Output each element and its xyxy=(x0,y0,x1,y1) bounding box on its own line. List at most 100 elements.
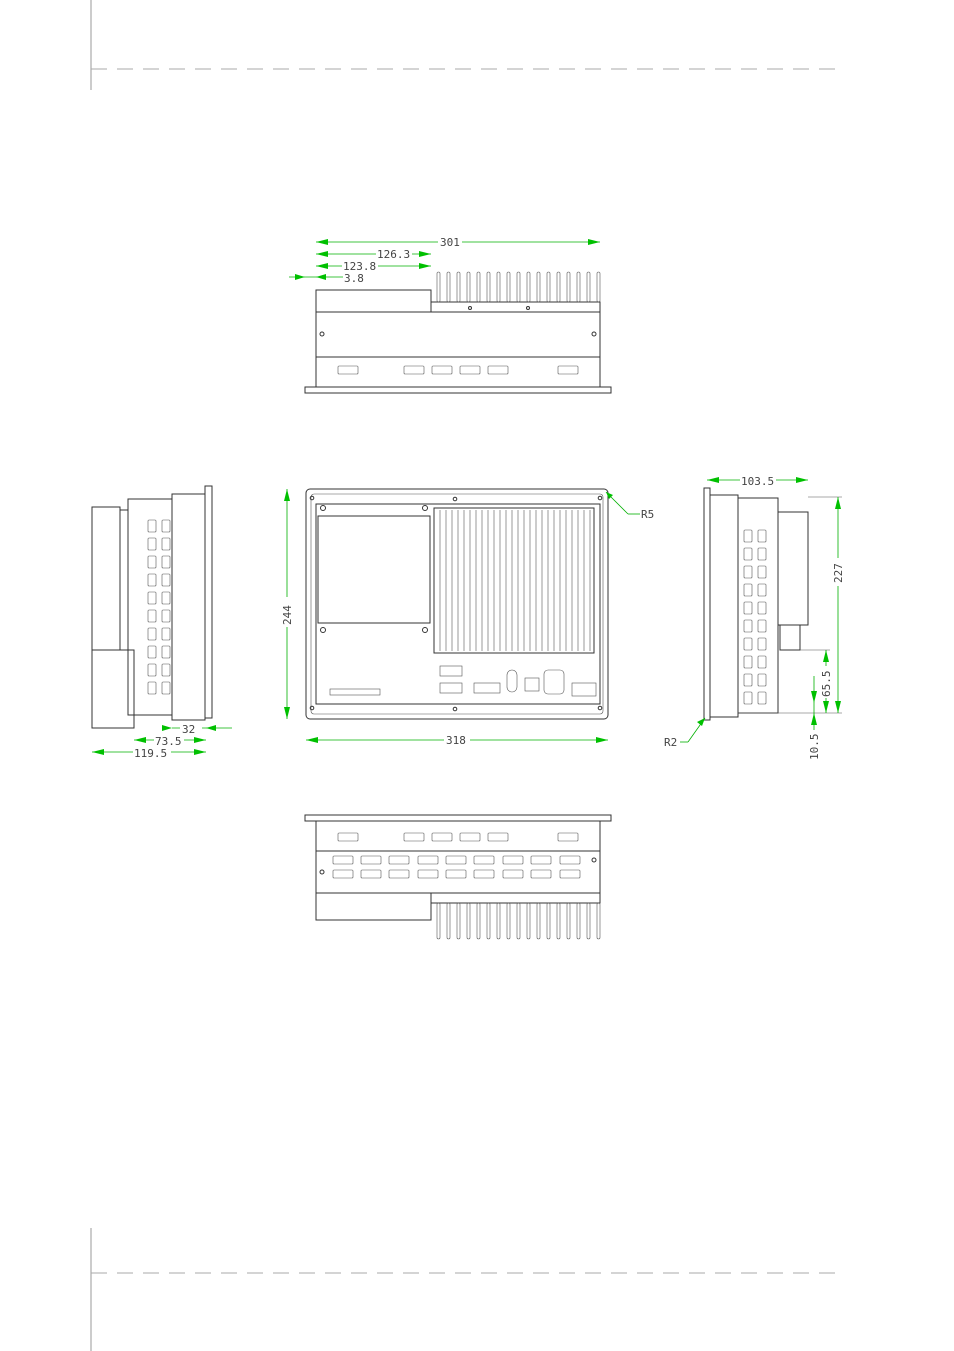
heatsink-fin xyxy=(586,271,591,303)
vent-slot xyxy=(147,573,157,587)
vent-slot xyxy=(743,637,753,651)
vent-slot xyxy=(147,519,157,533)
vent-slot xyxy=(459,832,481,842)
vent-slot xyxy=(743,619,753,633)
vent-slot xyxy=(487,832,509,842)
heatsink-fin xyxy=(576,271,581,303)
dim-label-r5: R5 xyxy=(641,508,654,521)
heatsink-fin xyxy=(506,271,511,303)
vent-slot xyxy=(147,681,157,695)
vent-slot xyxy=(147,663,157,677)
vent-slot xyxy=(161,609,171,623)
dim-label-65-5: 65.5 xyxy=(820,671,833,698)
vent-slot xyxy=(161,681,171,695)
heatsink-fin xyxy=(596,902,601,940)
vent-slot xyxy=(502,869,524,879)
vent-slot xyxy=(473,869,495,879)
dimension-offset-b-right: 10.5 xyxy=(808,676,821,762)
vent-slot xyxy=(161,555,171,569)
vent-slot xyxy=(557,365,579,375)
right-view: 103.5 227 65.5 10.5 xyxy=(664,474,846,762)
vent-slot xyxy=(557,832,579,842)
vent-slots-left xyxy=(147,519,171,695)
vent-slot xyxy=(757,547,767,561)
vent-slot xyxy=(161,519,171,533)
dim-label-10-5: 10.5 xyxy=(808,734,821,761)
heatsink-fins-front xyxy=(439,510,591,651)
vent-slot xyxy=(147,591,157,605)
heatsink-fin xyxy=(496,271,501,303)
top-view: 301 126.3 123.8 3.8 xyxy=(289,235,612,394)
heatsink-fin xyxy=(526,902,531,940)
heatsink-fin xyxy=(456,902,461,940)
vent-slot xyxy=(743,529,753,543)
dimension-offset-a-right: 65.5 xyxy=(800,649,833,713)
vent-slot xyxy=(332,855,354,865)
heatsink-fin xyxy=(496,902,501,940)
vent-slot xyxy=(337,365,359,375)
vent-slot xyxy=(473,855,495,865)
vent-slot xyxy=(431,832,453,842)
dimension-radius-right: R2 xyxy=(664,717,706,749)
vent-slot xyxy=(403,832,425,842)
vent-slot xyxy=(487,365,509,375)
heatsink-fins-bottom xyxy=(436,902,601,940)
heatsink-fin xyxy=(466,271,471,303)
vent-slot xyxy=(743,691,753,705)
vent-slot xyxy=(388,869,410,879)
vent-slots-bottom xyxy=(332,832,581,879)
vent-slot xyxy=(161,645,171,659)
vent-slot xyxy=(161,591,171,605)
dim-label-126-3: 126.3 xyxy=(377,248,410,261)
vent-slot xyxy=(161,573,171,587)
heatsink-fin xyxy=(506,902,511,940)
vent-slot xyxy=(530,869,552,879)
heatsink-fin xyxy=(546,271,551,303)
vent-slot xyxy=(161,537,171,551)
vent-slot xyxy=(743,655,753,669)
vent-slot xyxy=(757,655,767,669)
heatsink-fin xyxy=(456,271,461,303)
vent-slot xyxy=(743,583,753,597)
heatsink-fin xyxy=(446,902,451,940)
bottom-view xyxy=(304,814,612,940)
vent-slots-top xyxy=(337,365,579,375)
dimension-radius-front: R5 xyxy=(605,491,654,521)
vent-slot xyxy=(743,601,753,615)
front-view: 318 244 R5 xyxy=(280,488,654,747)
dim-label-32: 32 xyxy=(182,723,195,736)
vent-slot xyxy=(431,365,453,375)
vent-slot xyxy=(147,645,157,659)
vent-slot xyxy=(757,637,767,651)
heatsink-fin xyxy=(476,902,481,940)
heatsink-fin xyxy=(486,902,491,940)
dim-label-103-5: 103.5 xyxy=(741,475,774,488)
vent-slot xyxy=(757,691,767,705)
dim-label-3-8: 3.8 xyxy=(344,272,364,285)
heatsink-fin xyxy=(536,271,541,303)
dim-label-227: 227 xyxy=(832,563,845,583)
vent-slot xyxy=(757,529,767,543)
dimension-height-right: 227 xyxy=(738,496,846,714)
vent-slot xyxy=(445,869,467,879)
dimension-box-b: 123.8 xyxy=(316,259,431,273)
heatsink-fin xyxy=(556,271,561,303)
vent-slot xyxy=(161,663,171,677)
dimension-overall-width-top: 301 xyxy=(316,235,600,249)
dim-label-r2: R2 xyxy=(664,736,677,749)
heatsink-fin xyxy=(586,902,591,940)
vent-slot xyxy=(332,869,354,879)
vent-slots-right xyxy=(743,529,767,705)
heatsink-fin xyxy=(556,902,561,940)
heatsink-fin xyxy=(576,902,581,940)
dimension-depth-right: 103.5 xyxy=(707,474,808,488)
vent-slot xyxy=(147,627,157,641)
vent-slot xyxy=(757,619,767,633)
vent-slot xyxy=(147,609,157,623)
dimension-depth-total: 119.5 xyxy=(92,746,206,760)
heatsink-fin xyxy=(546,902,551,940)
vent-slot xyxy=(757,601,767,615)
vent-slot xyxy=(417,869,439,879)
vent-slot xyxy=(417,855,439,865)
heatsink-fin xyxy=(486,271,491,303)
